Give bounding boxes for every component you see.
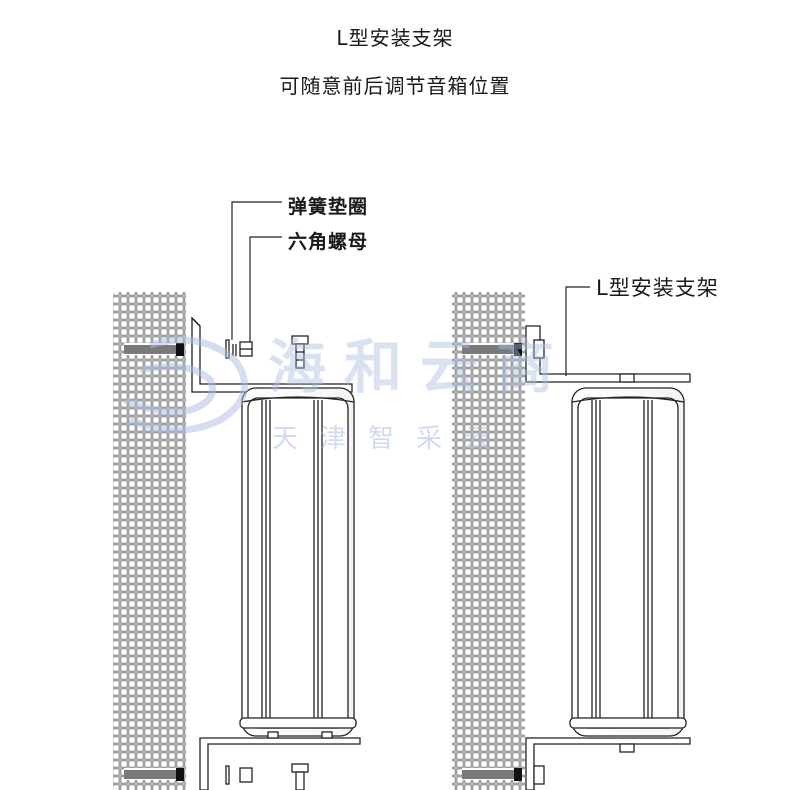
page-subtitle: 可随意前后调节音箱位置	[279, 74, 511, 98]
right-column-speaker	[569, 387, 687, 737]
callout-line-bracket	[565, 286, 590, 376]
watermark-tagline: 天津智采云	[272, 424, 513, 454]
right-top-l-bracket	[525, 325, 691, 383]
right-wall	[452, 292, 525, 790]
left-top-l-bracket	[191, 316, 353, 393]
callout-spring-washer: 弹簧垫圈	[288, 196, 369, 218]
left-column-speaker	[239, 387, 357, 737]
callout-hex-nut: 六角螺母	[288, 231, 369, 253]
callout-lines	[231, 201, 282, 342]
watermark-brand: 海和云商	[268, 333, 573, 401]
left-bottom-l-bracket	[199, 731, 361, 790]
left-wall	[113, 292, 186, 790]
callout-l-bracket: L型安装支架	[596, 276, 719, 300]
watermark-logo	[123, 336, 248, 434]
right-bottom-l-bracket	[525, 737, 691, 790]
page-title: L型安装支架	[336, 26, 454, 50]
